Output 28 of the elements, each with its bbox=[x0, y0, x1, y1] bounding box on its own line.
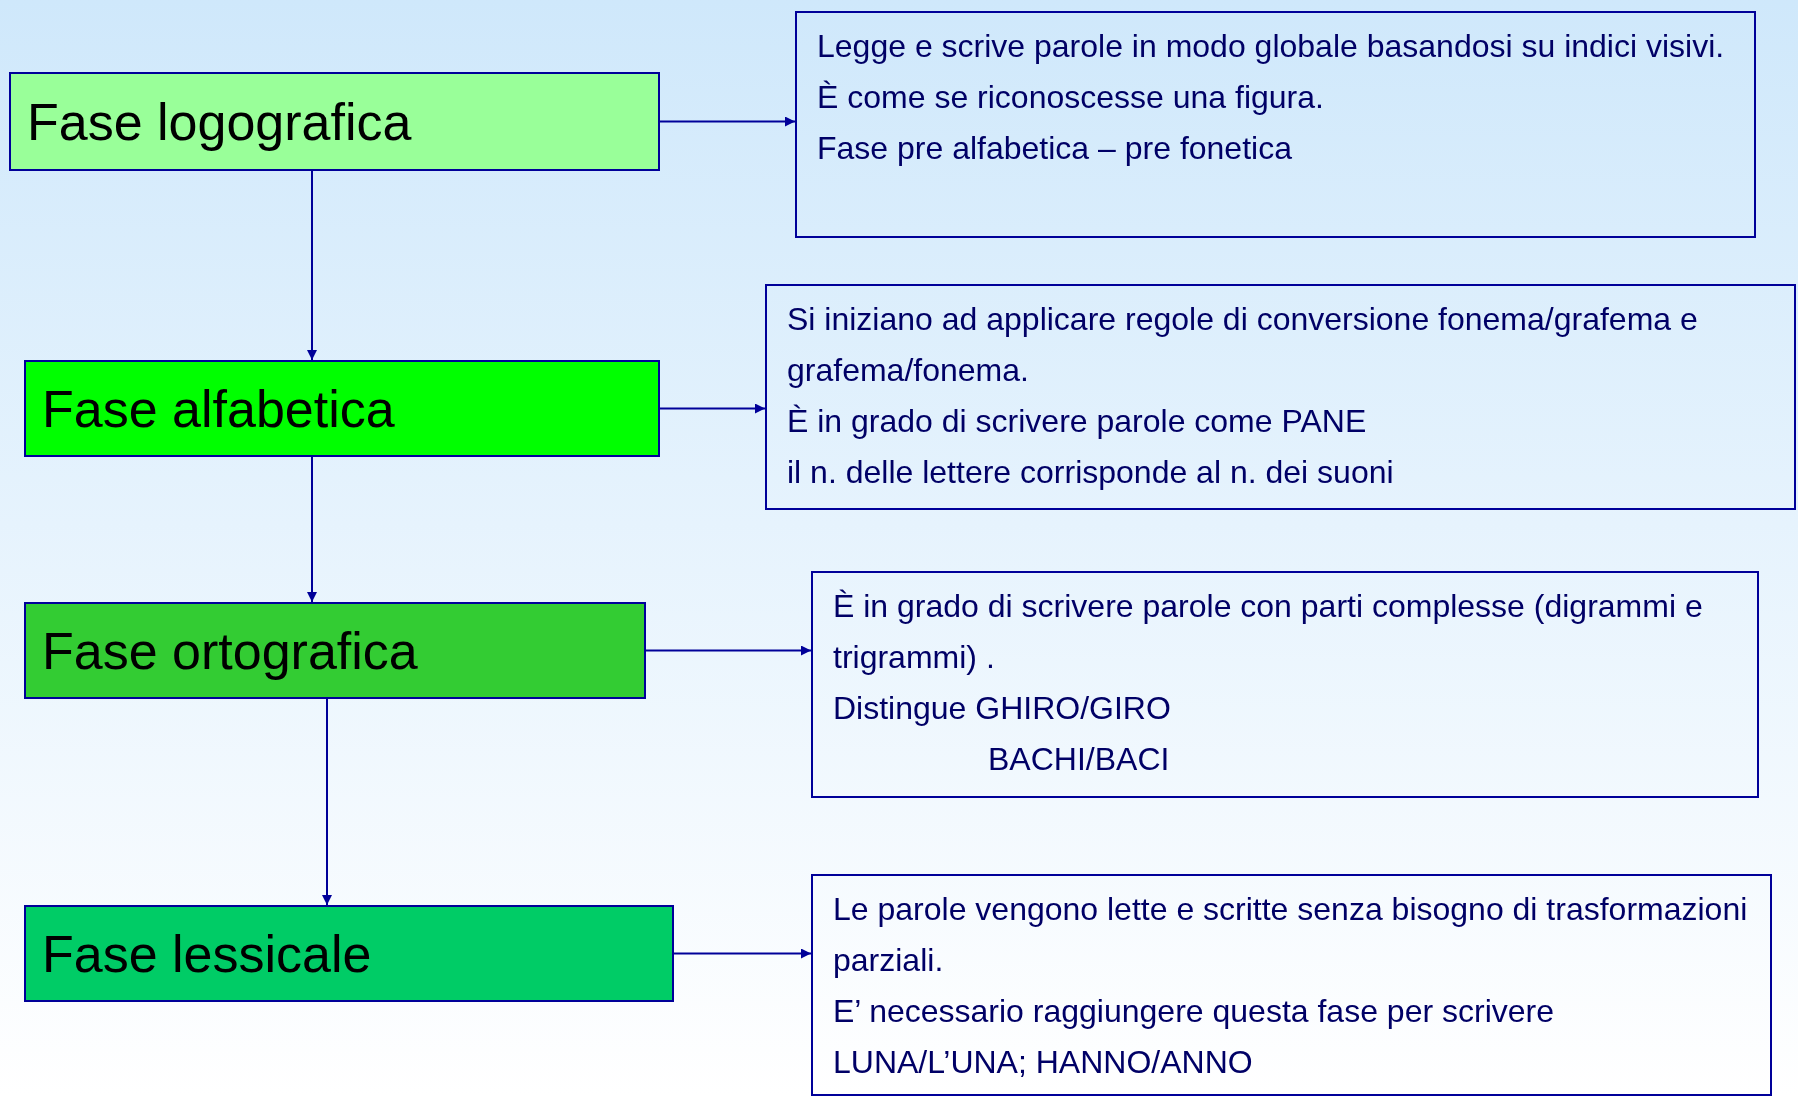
description-text: Fase pre alfabetica – pre fonetica bbox=[817, 129, 1292, 168]
arrow bbox=[307, 456, 317, 603]
description-text: Distingue GHIRO/GIRO bbox=[833, 689, 1171, 728]
arrow bbox=[322, 698, 332, 906]
description-box bbox=[795, 11, 1756, 238]
description-box bbox=[765, 284, 1796, 510]
description-text: il n. delle lettere corrisponde al n. dei suoni bbox=[787, 453, 1394, 492]
description-text: BACHI/BACI bbox=[988, 740, 1170, 779]
phase-title: Fase lessicale bbox=[42, 927, 372, 980]
description-text: È come se riconoscesse una figura. bbox=[817, 78, 1324, 117]
arrow bbox=[659, 116, 796, 127]
arrow bbox=[673, 948, 812, 959]
description-text: Legge e scrive parole in modo globale basandosi su indici visivi. bbox=[817, 27, 1725, 66]
description-box bbox=[811, 571, 1759, 798]
description-text: È in grado di scrivere parole con parti complesse (digrammi e trigrammi) . bbox=[833, 587, 1704, 677]
description-text: È in grado di scrivere parole come PANE bbox=[787, 402, 1367, 441]
arrow bbox=[307, 170, 317, 361]
description-text: Le parole vengono lette e scritte senza bisogno di trasformazioni parziali. bbox=[833, 890, 1749, 980]
description-text: E’ necessario raggiungere questa fase per scrivere LUNA/L’UNA; HANNO/ANNO bbox=[833, 992, 1555, 1082]
phase-box bbox=[9, 72, 660, 171]
description-text: Si iniziano ad applicare regole di conversione fonema/grafema e grafema/fonema. bbox=[787, 300, 1699, 390]
phase-title: Fase alfabetica bbox=[42, 382, 395, 435]
phase-box bbox=[24, 360, 660, 457]
arrow bbox=[659, 403, 766, 414]
description-box bbox=[811, 874, 1772, 1096]
phase-box bbox=[24, 905, 674, 1002]
arrow bbox=[645, 645, 812, 656]
phase-box bbox=[24, 602, 646, 699]
